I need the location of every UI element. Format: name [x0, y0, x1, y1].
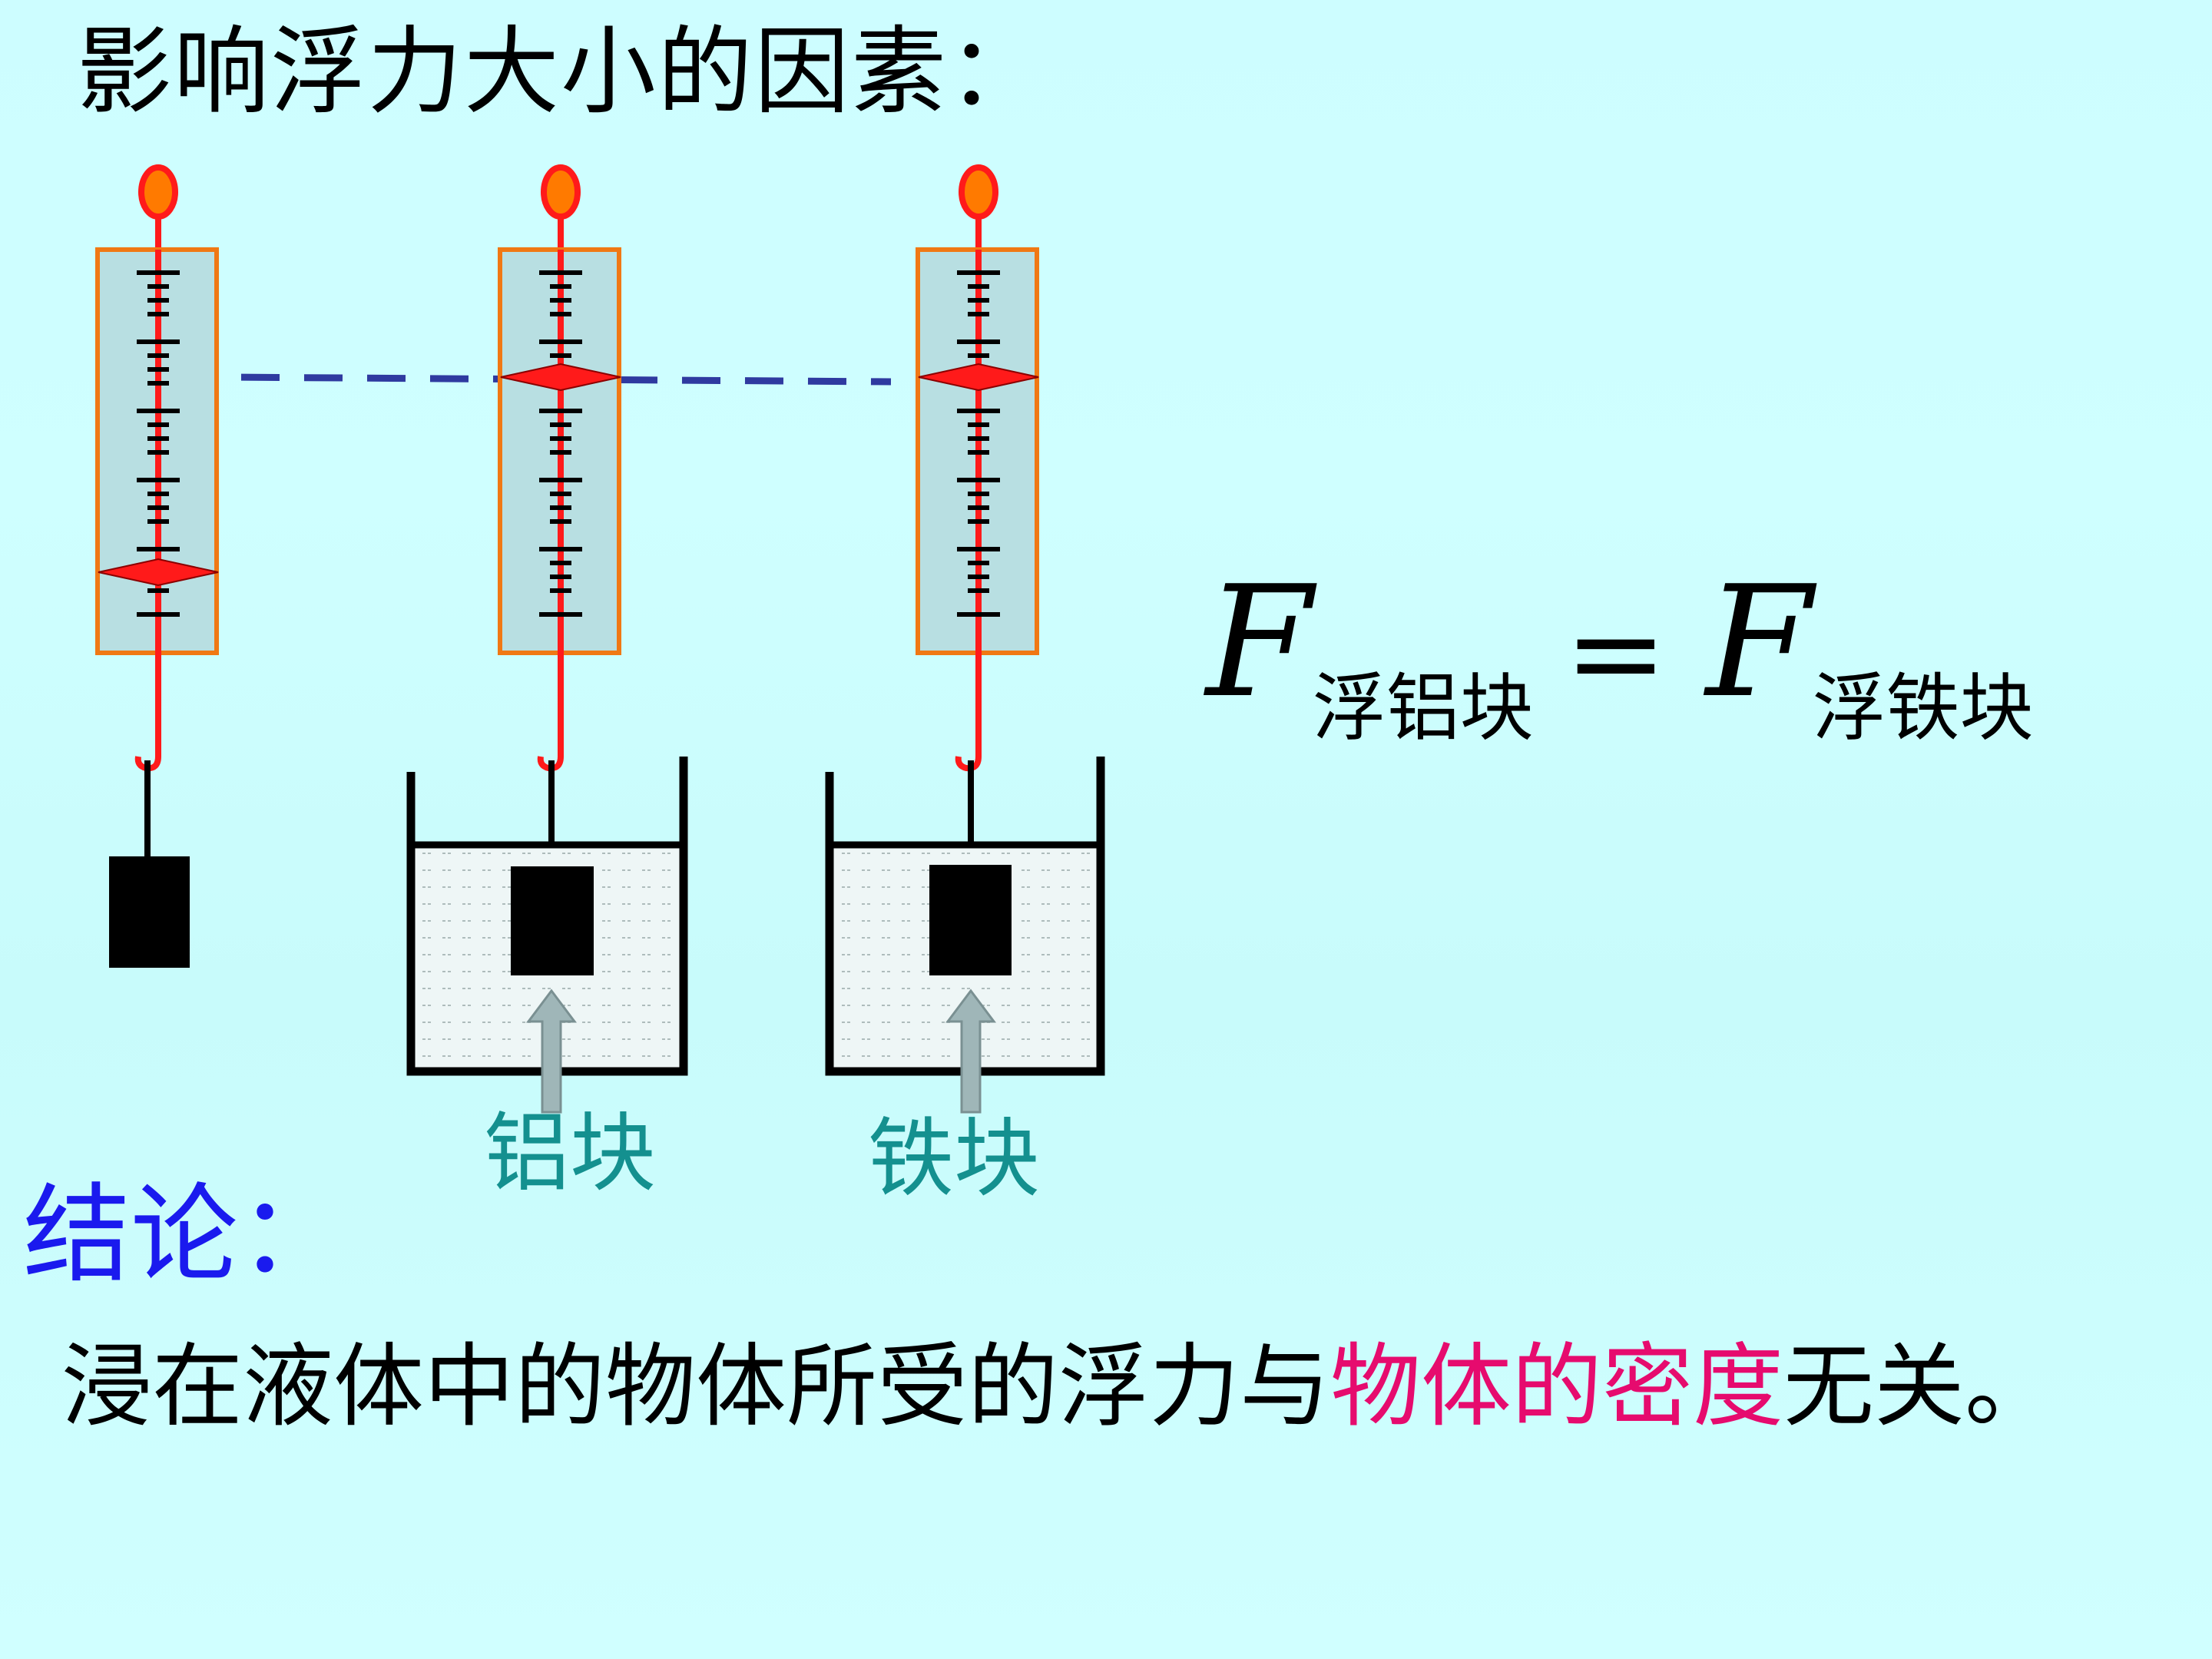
scale-pointer — [98, 558, 219, 587]
conclusion-part-2: 无关。 — [1783, 1333, 2056, 1439]
conclusion-part-1: 浸在液体中的物体所受的浮力与 — [61, 1333, 1331, 1439]
formula-right-subscript: 浮铁块 — [1812, 665, 2034, 751]
page-title: 影响浮力大小的因素： — [77, 17, 1045, 127]
formula-left-symbol: F — [1206, 553, 1313, 732]
scale-ticks — [539, 270, 582, 617]
buoyancy-formula: F浮铝块=F浮铁块 — [1206, 553, 2034, 751]
up-arrow-icon — [526, 988, 577, 1114]
conclusion-highlight: 物体的密度 — [1330, 1333, 1784, 1439]
scale-ring — [959, 164, 998, 220]
block-in-air — [109, 856, 190, 968]
spring-scale-iron — [825, 164, 1105, 1114]
aluminum-block — [511, 866, 594, 975]
scale-ticks — [137, 270, 180, 617]
formula-equals: = — [1564, 581, 1667, 724]
label-aluminum: 铝块 — [484, 1104, 656, 1204]
up-arrow-icon — [945, 988, 996, 1114]
formula-right-symbol: F — [1705, 553, 1813, 732]
spring-scale-air — [95, 164, 219, 968]
scale-ring — [138, 164, 178, 220]
scale-hook — [955, 726, 982, 772]
iron-block — [929, 865, 1012, 975]
conclusion-heading: 结论： — [23, 1173, 346, 1298]
conclusion-text: 浸在液体中的物体所受的浮力与物体的密度无关。 — [61, 1333, 2055, 1442]
scale-pointer — [918, 363, 1039, 392]
scale-ring — [541, 164, 581, 220]
formula-left-subscript: 浮铝块 — [1312, 665, 1534, 751]
label-iron: 铁块 — [868, 1109, 1040, 1209]
scale-pointer — [500, 363, 621, 392]
spring-scale-aluminum — [406, 164, 688, 1114]
